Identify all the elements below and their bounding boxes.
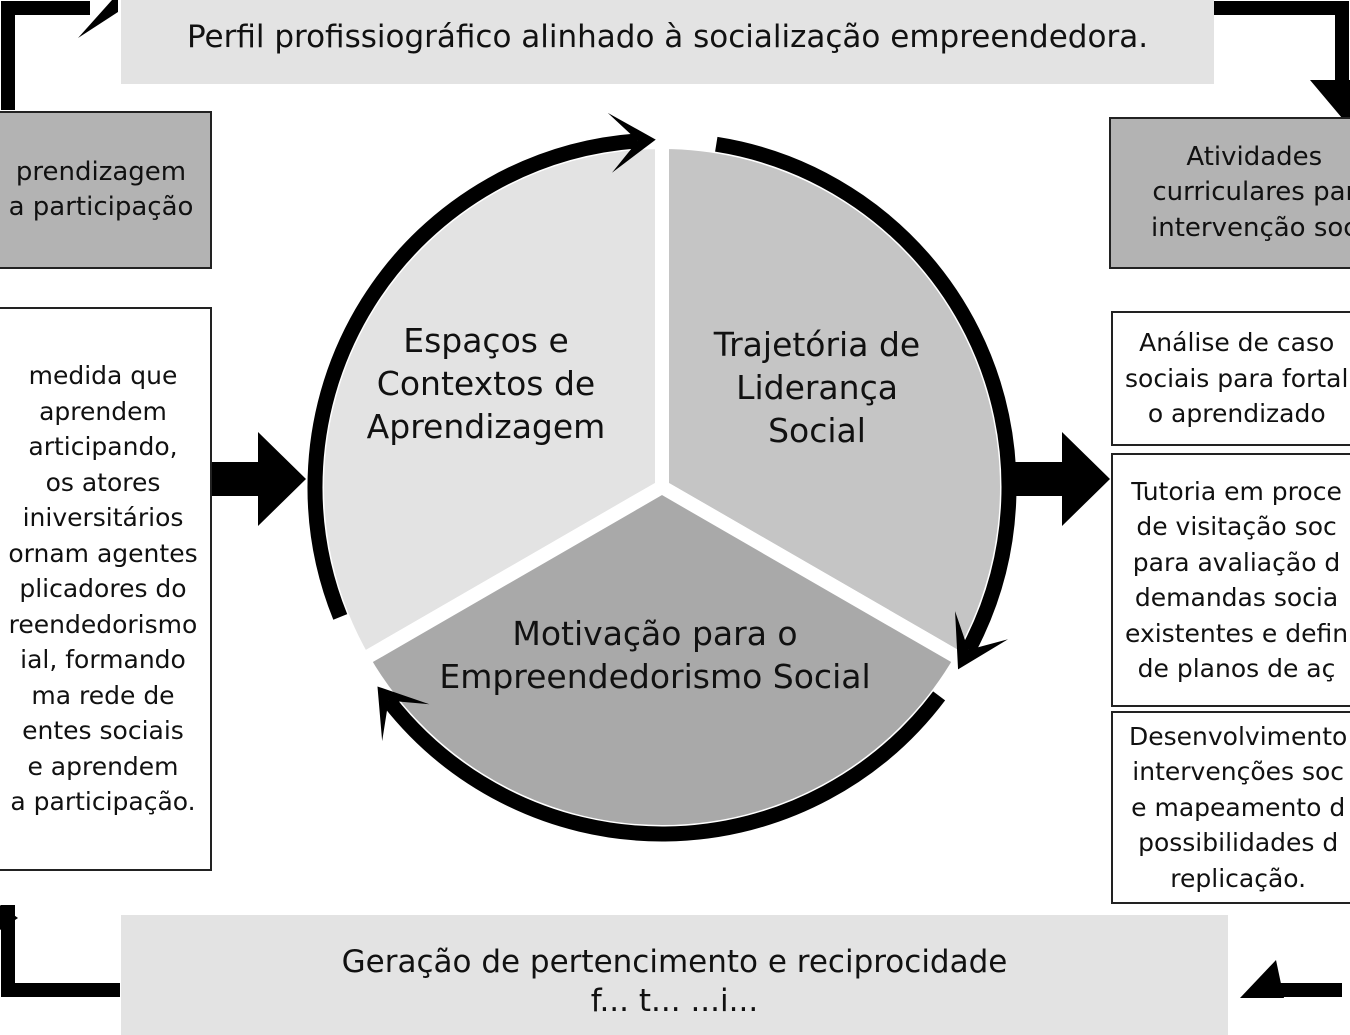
block-arrow-right <box>1014 432 1110 526</box>
segment-label-social-leadership-line: Trajetória de <box>713 325 920 364</box>
left-header-box: prendizagem a participação <box>0 111 212 269</box>
cycle-arrowhead-1 <box>607 112 656 173</box>
segment-label-social-entrepreneurship-line: Motivação para o <box>512 614 797 653</box>
segment-label-social-leadership-line: Liderança <box>736 368 898 407</box>
segment-label-learning-spaces-line: Aprendizagem <box>367 407 606 446</box>
segment-label-learning-spaces: Espaços e Contextos de Aprendizagem <box>367 321 606 446</box>
right-box-development: Desenvolvimento intervenções soc e mapea… <box>1111 711 1350 904</box>
frame-arrowhead-top-left <box>78 0 118 38</box>
cycle-arc-1 <box>307 133 639 620</box>
frame-line-bottom-left <box>1 905 120 997</box>
frame-arrowhead-bottom-left <box>0 905 18 930</box>
frame-arrowhead-bottom-right <box>1240 960 1284 998</box>
segment-label-social-entrepreneurship: Motivação para o Empreendedorismo Social <box>439 614 870 696</box>
cycle-arrowhead-3 <box>377 686 430 742</box>
top-banner: Perfil profissiográfico alinhado à socia… <box>121 0 1214 84</box>
frame-line-top-left <box>1 1 90 110</box>
segment-label-social-entrepreneurship-line: Empreendedorismo Social <box>439 657 870 696</box>
segment-label-learning-spaces-line: Espaços e <box>403 321 569 360</box>
cycle-arc-3 <box>382 691 946 842</box>
segment-label-social-leadership-line: Social <box>768 411 866 450</box>
right-header-box: Atividades curriculares par intervenção … <box>1109 117 1350 269</box>
frame-arrowhead-top-right <box>1310 80 1350 118</box>
right-box-case-analysis: Análise de caso sociais para fortal o ap… <box>1111 311 1350 446</box>
cycle-diagram: Espaços e Contextos de Aprendizagem Trajetó… <box>0 0 1350 998</box>
frame-line-top-right <box>1214 1 1349 80</box>
cycle-arc-2 <box>715 136 1017 654</box>
bottom-banner: Geração de pertencimento e reciprocidade… <box>121 915 1228 1035</box>
left-description-box: medida que aprendem articipando, os ator… <box>0 307 212 871</box>
cycle-arrowhead-2 <box>955 611 1009 670</box>
block-arrow-left <box>212 432 306 526</box>
segment-label-learning-spaces-line: Contextos de <box>377 364 595 403</box>
right-box-tutoring: Tutoria em proce de visitação soc para a… <box>1111 453 1350 707</box>
